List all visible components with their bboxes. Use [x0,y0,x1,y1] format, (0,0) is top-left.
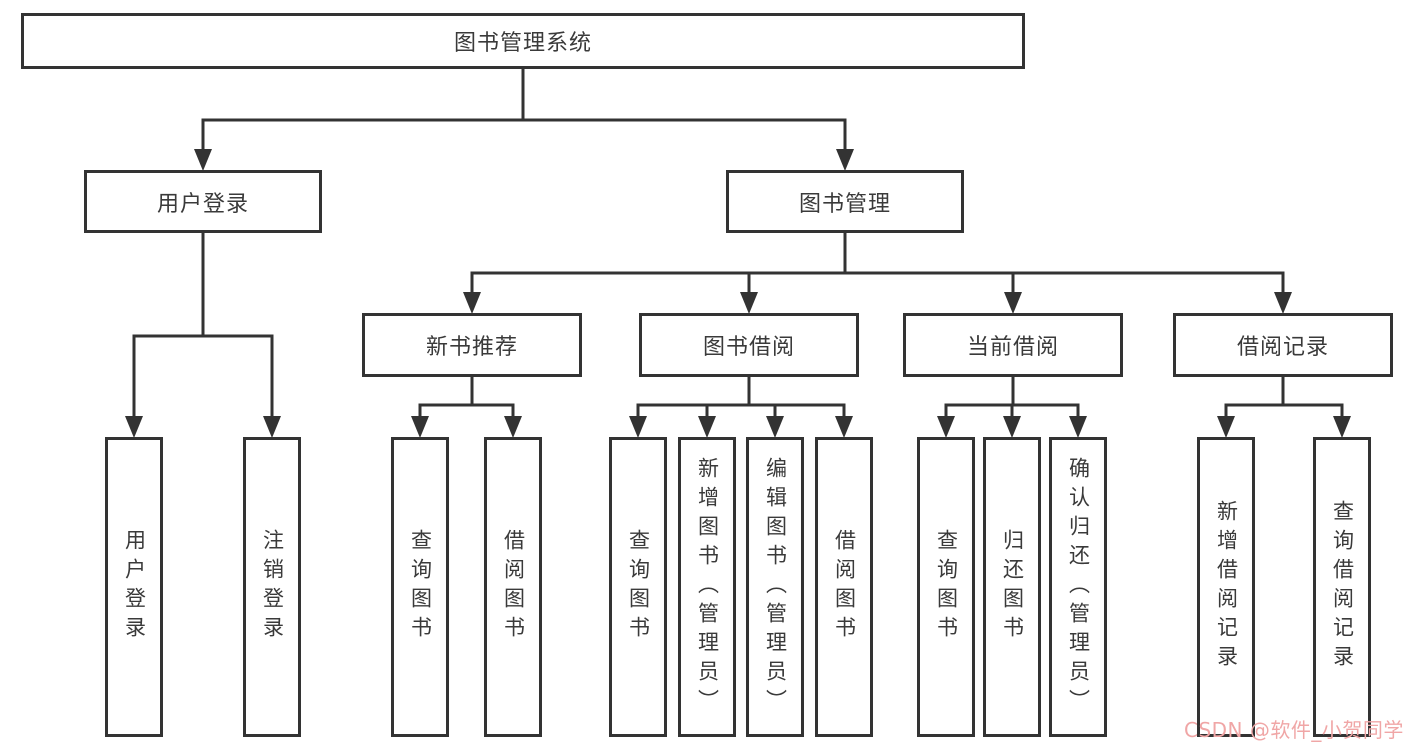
csdn-watermark: CSDN @软件_小贺同学 [1184,718,1404,742]
leaf-borrow-edit-book-admin: 编辑图书（管理员） [746,437,804,737]
node-new-book-recommend: 新书推荐 [362,313,582,377]
node-borrow-records-label: 借阅记录 [1236,335,1329,360]
connector-borrow [636,377,846,425]
leaf-logout: 注销登录 [243,437,301,737]
leaf-recommend-query-book-label: 查询图书 [408,529,433,645]
node-root: 图书管理系统 [21,13,1025,69]
node-current-borrow: 当前借阅 [903,313,1123,377]
arrow-down-icon [740,292,758,314]
arrow-down-icon [1069,416,1087,438]
node-root-label: 图书管理系统 [453,31,592,56]
arrow-down-icon [1333,416,1351,438]
leaf-borrow-query-book: 查询图书 [609,437,667,737]
node-new-book-recommend-label: 新书推荐 [425,335,518,360]
leaf-user-login: 用户登录 [105,437,163,737]
leaf-borrow-borrow-book-label: 借阅图书 [832,529,857,645]
node-user-login: 用户登录 [84,170,322,233]
connector-records [1224,377,1344,425]
leaf-current-query-book-label: 查询图书 [934,529,959,645]
leaf-current-confirm-return-admin-label: 确认归还（管理员） [1066,456,1091,718]
arrow-down-icon [1217,416,1235,438]
leaf-borrow-add-book-admin-label: 新增图书（管理员） [695,456,720,718]
leaf-records-add-record-label: 新增借阅记录 [1214,500,1239,674]
node-book-borrow: 图书借阅 [639,313,859,377]
connector-recommend [418,377,515,425]
arrow-down-icon [504,416,522,438]
arrow-down-icon [835,416,853,438]
leaf-borrow-borrow-book: 借阅图书 [815,437,873,737]
node-user-login-label: 用户登录 [156,191,249,217]
arrow-down-icon [194,149,212,171]
arrow-down-icon [937,416,955,438]
leaf-recommend-borrow-book-label: 借阅图书 [501,529,526,645]
leaf-recommend-query-book: 查询图书 [391,437,449,737]
connector-current [944,377,1080,425]
arrow-down-icon [629,416,647,438]
leaf-borrow-add-book-admin: 新增图书（管理员） [678,437,736,737]
node-book-borrow-label: 图书借阅 [702,335,795,360]
node-book-management: 图书管理 [726,170,964,233]
connector-book-management [470,233,1285,301]
arrow-down-icon [125,416,143,438]
connector-user-login [132,233,274,425]
arrow-down-icon [698,416,716,438]
leaf-current-return-book-label: 归还图书 [1000,529,1025,645]
leaf-recommend-borrow-book: 借阅图书 [484,437,542,737]
node-current-borrow-label: 当前借阅 [966,335,1059,360]
leaf-records-query-record: 查询借阅记录 [1313,437,1371,737]
arrow-down-icon [836,149,854,171]
arrow-down-icon [263,416,281,438]
leaf-current-confirm-return-admin: 确认归还（管理员） [1049,437,1107,737]
leaf-borrow-edit-book-admin-label: 编辑图书（管理员） [763,456,788,718]
leaf-records-add-record: 新增借阅记录 [1197,437,1255,737]
arrow-down-icon [411,416,429,438]
arrow-down-icon [463,292,481,314]
node-book-management-label: 图书管理 [798,191,891,217]
node-borrow-records: 借阅记录 [1173,313,1393,377]
arrow-down-icon [1274,292,1292,314]
leaf-logout-label: 注销登录 [260,529,285,645]
arrow-down-icon [766,416,784,438]
leaf-records-query-record-label: 查询借阅记录 [1330,500,1355,674]
leaf-borrow-query-book-label: 查询图书 [626,529,651,645]
leaf-current-return-book: 归还图书 [983,437,1041,737]
leaf-current-query-book: 查询图书 [917,437,975,737]
connector-root [201,69,847,158]
arrow-down-icon [1003,416,1021,438]
leaf-user-login-label: 用户登录 [122,529,147,645]
arrow-down-icon [1004,292,1022,314]
